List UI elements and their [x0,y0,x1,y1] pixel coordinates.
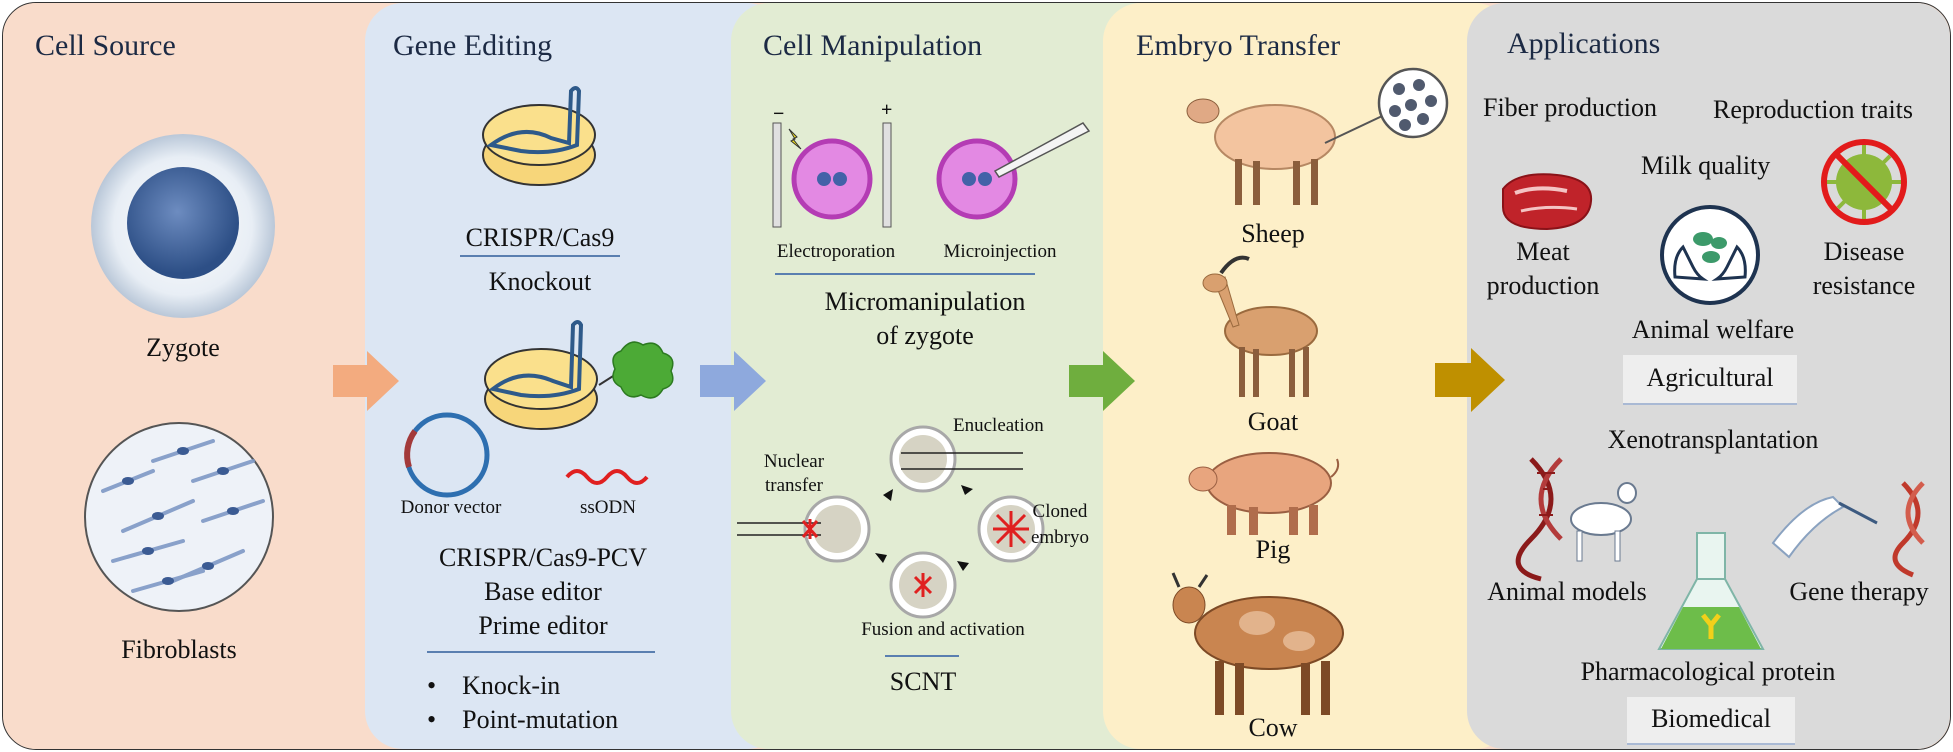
microinjection-label: Microinjection [943,241,1057,262]
scnt-divider [885,655,959,657]
meat-label-1: Meat [1516,237,1570,266]
cas9-knockin-icon [484,320,674,430]
arrow-cell-to-embryo [1069,351,1135,411]
pig-label: Pig [1255,535,1291,564]
cloned-label-1: Cloned [1032,501,1088,522]
nuclear-label-1: Nuclear [763,451,825,472]
gene-editing-title: Gene Editing [393,29,553,62]
zygote-label: Zygote [146,333,220,362]
agricultural-label: Agricultural [1646,363,1774,392]
donor-vector-icon [404,412,490,498]
animal-models-label: Animal models [1487,577,1647,606]
gene-therapy-label: Gene therapy [1789,577,1929,606]
animal-models-icon [1515,457,1637,582]
arrow-embryo-to-applications [1435,348,1505,412]
cow-label: Cow [1248,713,1298,742]
scnt-cycle-diagram [737,425,1045,619]
pharmacological-protein-label: Pharmacological protein [1580,657,1836,686]
xenotransplantation-label: Xenotransplantation [1607,425,1819,454]
disease-label-2: resistance [1812,271,1916,300]
animal-welfare-label: Animal welfare [1631,315,1795,344]
meat-label-2: production [1486,271,1600,300]
embryo-transfer-title: Embryo Transfer [1136,29,1341,62]
biomedical-label: Biomedical [1651,704,1771,733]
agricultural-box: Agricultural [1623,355,1797,405]
electroporation-label: Electroporation [776,241,896,262]
applications-title: Applications [1507,27,1661,60]
reproduction-traits-label: Reproduction traits [1713,95,1914,124]
nuclear-label-2: transfer [764,475,824,496]
biomedical-box: Biomedical [1627,697,1795,745]
goat-image [1202,255,1318,397]
cell-manipulation-title: Cell Manipulation [763,29,983,62]
micromanipulation-label-2: of zygote [876,321,974,350]
arrow-source-to-gene [333,351,399,411]
zygote-image [91,134,275,318]
goat-label: Goat [1247,407,1299,436]
ssodn-label: ssODN [580,497,636,518]
ssodn-icon [565,469,649,485]
milk-quality-label: Milk quality [1641,151,1771,180]
outcome-point-mutation: • Point-mutation [427,705,619,734]
arrow-gene-to-cell [700,351,766,411]
microinjection-icon [936,122,1091,220]
pharmacological-protein-icon [1657,532,1765,650]
tool-pcv: CRISPR/Cas9-PCV [438,543,648,572]
fibroblasts-label: Fibroblasts [121,635,237,664]
knockout-label: Knockout [488,267,592,296]
outcome-knockin: • Knock-in [427,671,561,700]
scnt-label: SCNT [889,667,957,696]
tool-prime-editor: Prime editor [478,611,608,640]
cow-image [1171,572,1344,715]
sheep-label: Sheep [1241,219,1305,248]
fusion-label: Fusion and activation [861,619,1025,640]
crispr-divider [460,255,620,257]
disease-label-1: Disease [1823,237,1905,266]
animal-welfare-icon [1660,205,1760,305]
outcome-knockin-text: Knock-in [462,671,561,700]
outcome-point-mutation-text: Point-mutation [462,705,619,734]
sheep-image [1186,67,1449,205]
gene-therapy-icon [1771,481,1925,578]
micromanipulation-label-1: Micromanipulation [824,287,1026,316]
cell-source-title: Cell Source [35,29,176,62]
electroporation-icon [772,122,892,228]
enucleation-label: Enucleation [953,415,1044,436]
fibroblasts-image [84,422,274,612]
cloned-label-2: embryo [1030,527,1090,548]
pig-image [1188,452,1340,535]
tool-base-editor: Base editor [484,577,602,606]
disease-resistance-icon [1821,139,1907,225]
donor-vector-label: Donor vector [400,497,502,518]
meat-icon [1502,173,1593,231]
cas9-knockout-icon [482,86,596,186]
tools-divider [427,651,655,653]
micromanipulation-divider [775,273,1035,275]
crispr-cas9-label: CRISPR/Cas9 [465,223,615,252]
fiber-production-label: Fiber production [1483,93,1658,122]
